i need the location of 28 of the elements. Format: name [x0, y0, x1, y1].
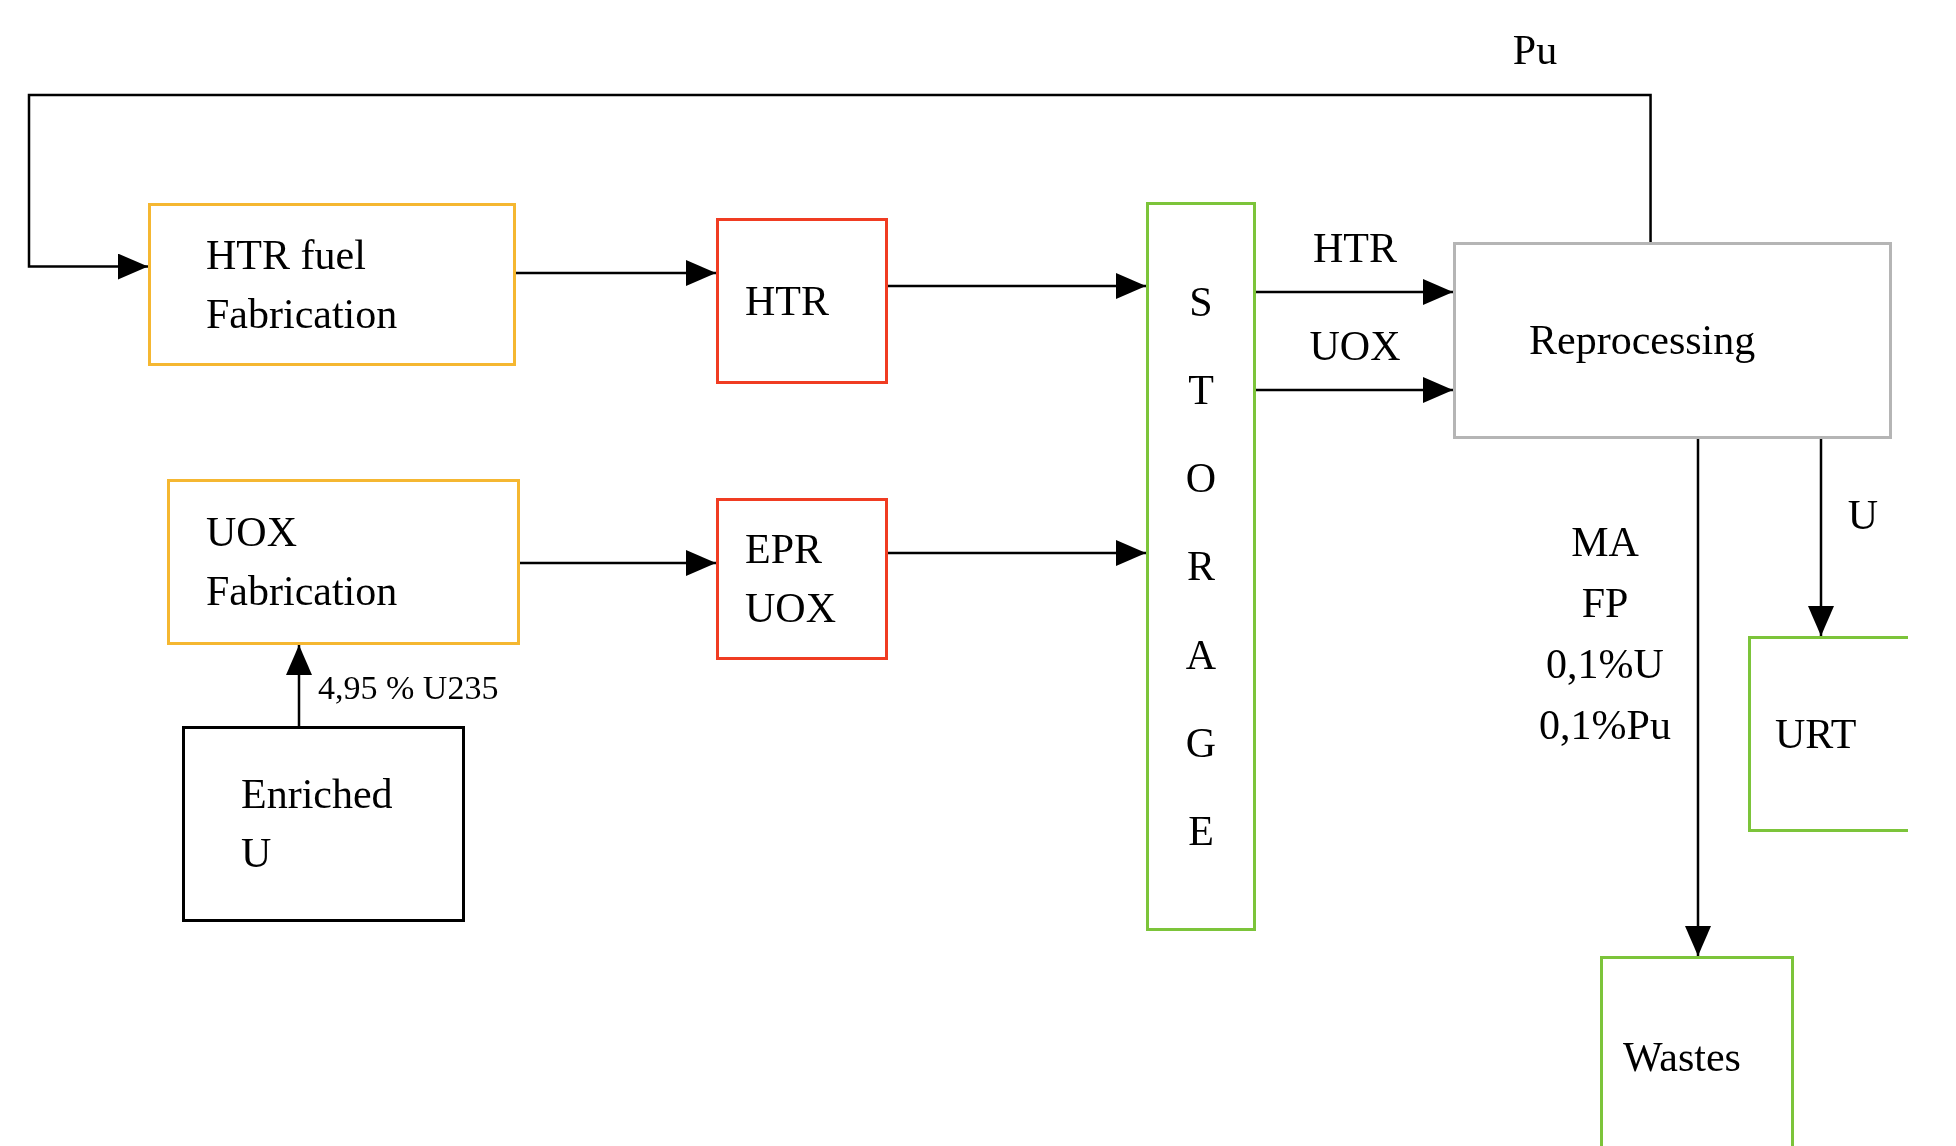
node-label: URT — [1775, 709, 1858, 759]
source-box — [182, 726, 465, 922]
node-label: STORAGE — [1184, 277, 1218, 856]
arrow — [516, 260, 716, 286]
arrow — [1256, 279, 1453, 305]
node-label: Enriched U — [241, 770, 394, 878]
arrow — [1256, 377, 1453, 403]
process-box — [148, 203, 516, 366]
node-label: Reprocessing — [1529, 316, 1757, 366]
node-label: UOX Fabrication — [206, 508, 399, 616]
node-label: HTR fuel Fabrication — [206, 230, 399, 339]
arrow — [286, 645, 312, 726]
output-box — [1600, 956, 1794, 1146]
node-label: Wastes — [1623, 1033, 1742, 1083]
process-box — [167, 479, 520, 645]
arrow — [1685, 439, 1711, 956]
arrow — [888, 273, 1146, 299]
node-label: EPR UOX — [745, 525, 837, 633]
output-box — [1748, 636, 1908, 832]
storage-box — [1146, 202, 1256, 931]
reactor-box — [716, 498, 888, 660]
node-label: HTR — [745, 276, 830, 326]
arrow — [888, 540, 1146, 566]
process-box — [1453, 242, 1892, 439]
arrow — [27, 93, 1652, 280]
arrow — [1808, 439, 1834, 636]
arrow — [520, 550, 716, 576]
reactor-box — [716, 218, 888, 384]
